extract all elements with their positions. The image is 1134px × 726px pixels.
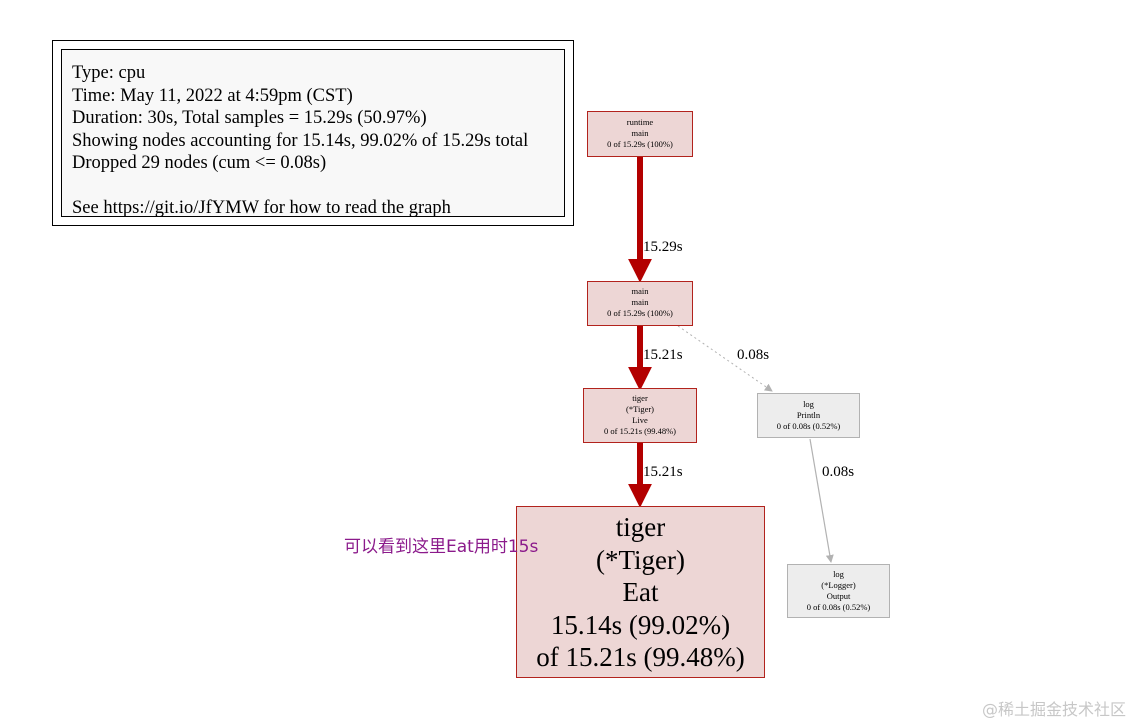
edge-label-println-to-output: 0.08s xyxy=(822,464,855,480)
annotation-eat-time: 可以看到这里Eat用时15s xyxy=(344,537,539,557)
node-runtime-main-cost: 0 of 15.29s (100%) xyxy=(607,139,673,149)
node-tiger-eat-flat: 15.14s (99.02%) xyxy=(550,609,731,640)
node-tiger-live-receiver: (*Tiger) xyxy=(625,404,655,414)
node-tiger-eat[interactable]: tiger (*Tiger) Eat 15.14s (99.02%) of 15… xyxy=(516,506,765,678)
node-tiger-eat-cum: of 15.21s (99.48%) xyxy=(536,642,745,672)
node-log-output-cost: 0 of 0.08s (0.52%) xyxy=(806,602,871,612)
edge-label-main-to-live: 15.21s xyxy=(643,347,683,363)
node-tiger-eat-function: Eat xyxy=(622,577,659,607)
node-log-output-function: Output xyxy=(826,591,851,601)
node-log-println-package: log xyxy=(803,399,814,409)
edge-println-to-output[interactable] xyxy=(809,438,834,563)
info-help-link[interactable]: See https://git.io/JfYMW for how to read… xyxy=(72,198,451,218)
node-log-output-receiver: (*Logger) xyxy=(821,580,856,590)
info-duration: Duration: 30s, Total samples = 15.29s (5… xyxy=(72,108,427,128)
node-log-println-cost: 0 of 0.08s (0.52%) xyxy=(776,421,841,431)
node-tiger-eat-receiver: (*Tiger) xyxy=(595,544,685,575)
node-log-println-function: Println xyxy=(796,410,821,420)
info-showing: Showing nodes accounting for 15.14s, 99.… xyxy=(72,130,529,151)
node-main-main-package: main xyxy=(631,286,649,296)
node-tiger-live-package: tiger xyxy=(632,393,648,403)
node-main-main-function: main xyxy=(631,297,649,307)
info-time: Time: May 11, 2022 at 4:59pm (CST) xyxy=(72,85,353,106)
edge-label-live-to-eat: 15.21s xyxy=(643,464,683,480)
node-tiger-eat-package: tiger xyxy=(615,512,666,542)
watermark: @稀土掘金技术社区 xyxy=(981,700,1126,719)
node-main-main[interactable]: main main 0 of 15.29s (100%) xyxy=(587,281,693,326)
node-runtime-main[interactable]: runtime main 0 of 15.29s (100%) xyxy=(587,111,693,157)
node-log-output-package: log xyxy=(833,569,844,579)
profile-info-box: Type: cpu Time: May 11, 2022 at 4:59pm (… xyxy=(52,40,574,226)
info-dropped: Dropped 29 nodes (cum <= 0.08s) xyxy=(72,153,327,173)
edge-label-main-to-println: 0.08s xyxy=(737,347,770,363)
info-type: Type: cpu xyxy=(72,63,146,83)
node-log-println[interactable]: log Println 0 of 0.08s (0.52%) xyxy=(757,393,860,438)
node-main-main-cost: 0 of 15.29s (100%) xyxy=(607,308,673,318)
edge-label-runtime-to-main: 15.29s xyxy=(643,239,683,255)
node-tiger-live[interactable]: tiger (*Tiger) Live 0 of 15.21s (99.48%) xyxy=(583,388,697,443)
node-runtime-main-package: runtime xyxy=(626,117,654,127)
node-log-output[interactable]: log (*Logger) Output 0 of 0.08s (0.52%) xyxy=(787,564,890,618)
node-tiger-live-function: Live xyxy=(632,415,648,425)
edge-main-to-println[interactable] xyxy=(677,325,773,392)
node-tiger-live-cost: 0 of 15.21s (99.48%) xyxy=(603,426,676,436)
node-runtime-main-function: main xyxy=(631,128,649,138)
profile-info-inner: Type: cpu Time: May 11, 2022 at 4:59pm (… xyxy=(61,49,565,218)
